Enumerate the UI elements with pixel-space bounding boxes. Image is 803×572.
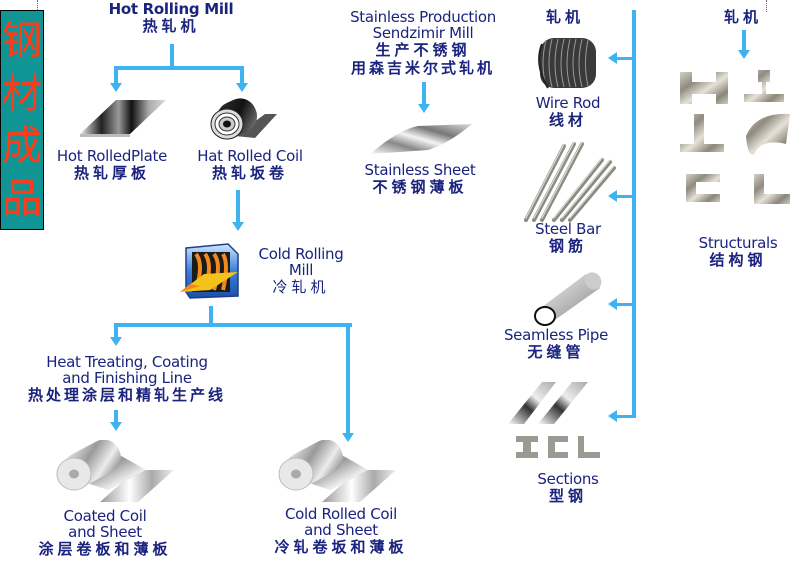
node-rolling-mill-right: 轧机 xyxy=(708,8,778,26)
node-steel-bar: Steel Bar 钢筋 xyxy=(526,221,610,255)
label-en: Heat Treating, Coating xyxy=(46,353,208,371)
label-en: Wire Rod xyxy=(535,94,601,112)
connector xyxy=(616,415,636,418)
label-en: and Finishing Line xyxy=(62,369,192,387)
vertical-bus xyxy=(632,10,636,418)
label-cn: 生产不锈钢 xyxy=(375,41,471,59)
node-stainless-production: Stainless Production Sendzimir Mill 生产不锈… xyxy=(330,9,516,77)
title-char: 材 xyxy=(2,70,42,117)
connector xyxy=(742,30,746,50)
node-coated-coil: Coated Coil and Sheet 涂层卷板和薄板 xyxy=(20,508,190,558)
node-rolling-mill-top: 轧机 xyxy=(530,8,600,26)
rolling-mill-icon xyxy=(180,243,239,299)
title-char: 品 xyxy=(2,175,42,222)
arrow-left-icon xyxy=(608,298,617,310)
arrow-left-icon xyxy=(608,410,617,422)
node-wire-rod: Wire Rod 线材 xyxy=(518,95,618,129)
node-sections: Sections 型钢 xyxy=(520,471,616,505)
label-en: Hat Rolled Coil xyxy=(197,147,303,165)
label-en: Stainless Sheet xyxy=(364,161,476,179)
label-cn: 热轧厚板 xyxy=(73,164,150,182)
label-en: Mill xyxy=(288,261,314,279)
stainless-sheet-icon xyxy=(370,124,472,154)
node-hot-rolling-mill: Hot Rolling Mill 热轧机 xyxy=(86,0,256,35)
steel-coil-icon xyxy=(210,98,277,140)
guide-dots-right xyxy=(766,0,768,12)
label-cn: 无缝管 xyxy=(527,343,585,361)
steel-bar-icon xyxy=(524,141,616,222)
connector xyxy=(422,82,426,106)
label-en: Stainless Production xyxy=(350,8,496,26)
label-en: Sections xyxy=(537,470,599,488)
seamless-pipe-icon xyxy=(534,272,602,326)
guide-dots-left xyxy=(37,0,39,10)
label-cn: 冷轧卷坂和薄板 xyxy=(274,538,408,556)
sections-icon xyxy=(508,382,600,458)
arrow-down-icon xyxy=(110,83,122,92)
label-cn: 不锈钢薄板 xyxy=(372,178,468,196)
connector xyxy=(114,323,118,339)
title-box: 钢 材 成 品 xyxy=(0,10,44,230)
label-cn: 涂层卷板和薄板 xyxy=(38,540,172,558)
node-cold-rolling-mill: Cold Rolling Mill 冷轧机 xyxy=(246,246,356,296)
steel-plate-icon xyxy=(80,100,166,137)
connector xyxy=(170,44,174,68)
structural-shapes-icon xyxy=(680,70,790,204)
connector xyxy=(616,303,634,306)
node-seamless-pipe: Seamless Pipe 无缝管 xyxy=(492,327,620,361)
coated-coil-icon xyxy=(56,440,174,502)
label-cn: 热轧机 xyxy=(142,17,200,35)
connector xyxy=(236,190,240,224)
connector xyxy=(346,323,350,435)
node-heat-treating: Heat Treating, Coating and Finishing Lin… xyxy=(0,354,254,404)
arrow-down-icon xyxy=(738,50,750,59)
title-char: 钢 xyxy=(2,18,42,65)
arrow-down-icon xyxy=(418,104,430,113)
title-char: 成 xyxy=(2,123,42,170)
node-stainless-sheet: Stainless Sheet 不锈钢薄板 xyxy=(350,162,490,196)
node-structurals: Structurals 结构钢 xyxy=(690,235,786,269)
arrow-down-icon xyxy=(110,422,122,431)
label-en: and Sheet xyxy=(68,523,142,541)
arrow-down-icon xyxy=(232,222,244,231)
node-hot-rolled-plate: Hot RolledPlate 热轧厚板 xyxy=(42,148,182,182)
label-cn: 轧机 xyxy=(723,8,762,26)
label-cn: 线材 xyxy=(548,111,587,129)
label-en: Seamless Pipe xyxy=(503,326,609,344)
label-en: Cold Rolled Coil xyxy=(284,505,398,523)
connector xyxy=(240,66,244,84)
label-cn: 轧机 xyxy=(545,8,584,26)
arrow-down-icon xyxy=(110,337,122,346)
connector xyxy=(616,195,634,198)
cold-rolled-coil-icon xyxy=(278,440,396,502)
label-en: Structurals xyxy=(698,234,778,252)
arrow-down-icon xyxy=(342,433,354,442)
connector xyxy=(114,410,118,424)
connector xyxy=(114,66,118,84)
node-cold-rolled-coil: Cold Rolled Coil and Sheet 冷轧卷坂和薄板 xyxy=(256,506,426,556)
label-en: and Sheet xyxy=(304,521,378,539)
label-cn: 热轧坂卷 xyxy=(211,164,288,182)
node-hot-rolled-coil: Hat Rolled Coil 热轧坂卷 xyxy=(180,148,320,182)
arrow-left-icon xyxy=(608,190,617,202)
label-en: Hot Rolling Mill xyxy=(108,0,234,18)
arrow-left-icon xyxy=(608,52,617,64)
label-en: Steel Bar xyxy=(535,220,601,238)
connector xyxy=(114,66,244,70)
label-cn: 结构钢 xyxy=(709,251,767,269)
label-en: Cold Rolling xyxy=(258,245,344,263)
label-cn: 型钢 xyxy=(548,487,587,505)
label-cn: 钢筋 xyxy=(548,237,587,255)
label-cn: 冷轧机 xyxy=(272,278,330,296)
label-en: Coated Coil xyxy=(63,507,147,525)
connector xyxy=(209,306,213,326)
label-cn: 热处理涂层和精轧生产线 xyxy=(27,386,226,404)
wire-rod-coil-icon xyxy=(538,38,596,89)
label-cn: 用森吉米尔式轧机 xyxy=(350,59,495,77)
connector xyxy=(616,57,634,60)
label-en: Hot RolledPlate xyxy=(56,147,168,165)
arrow-down-icon xyxy=(236,83,248,92)
connector xyxy=(114,323,352,327)
label-en: Sendzimir Mill xyxy=(372,24,474,42)
